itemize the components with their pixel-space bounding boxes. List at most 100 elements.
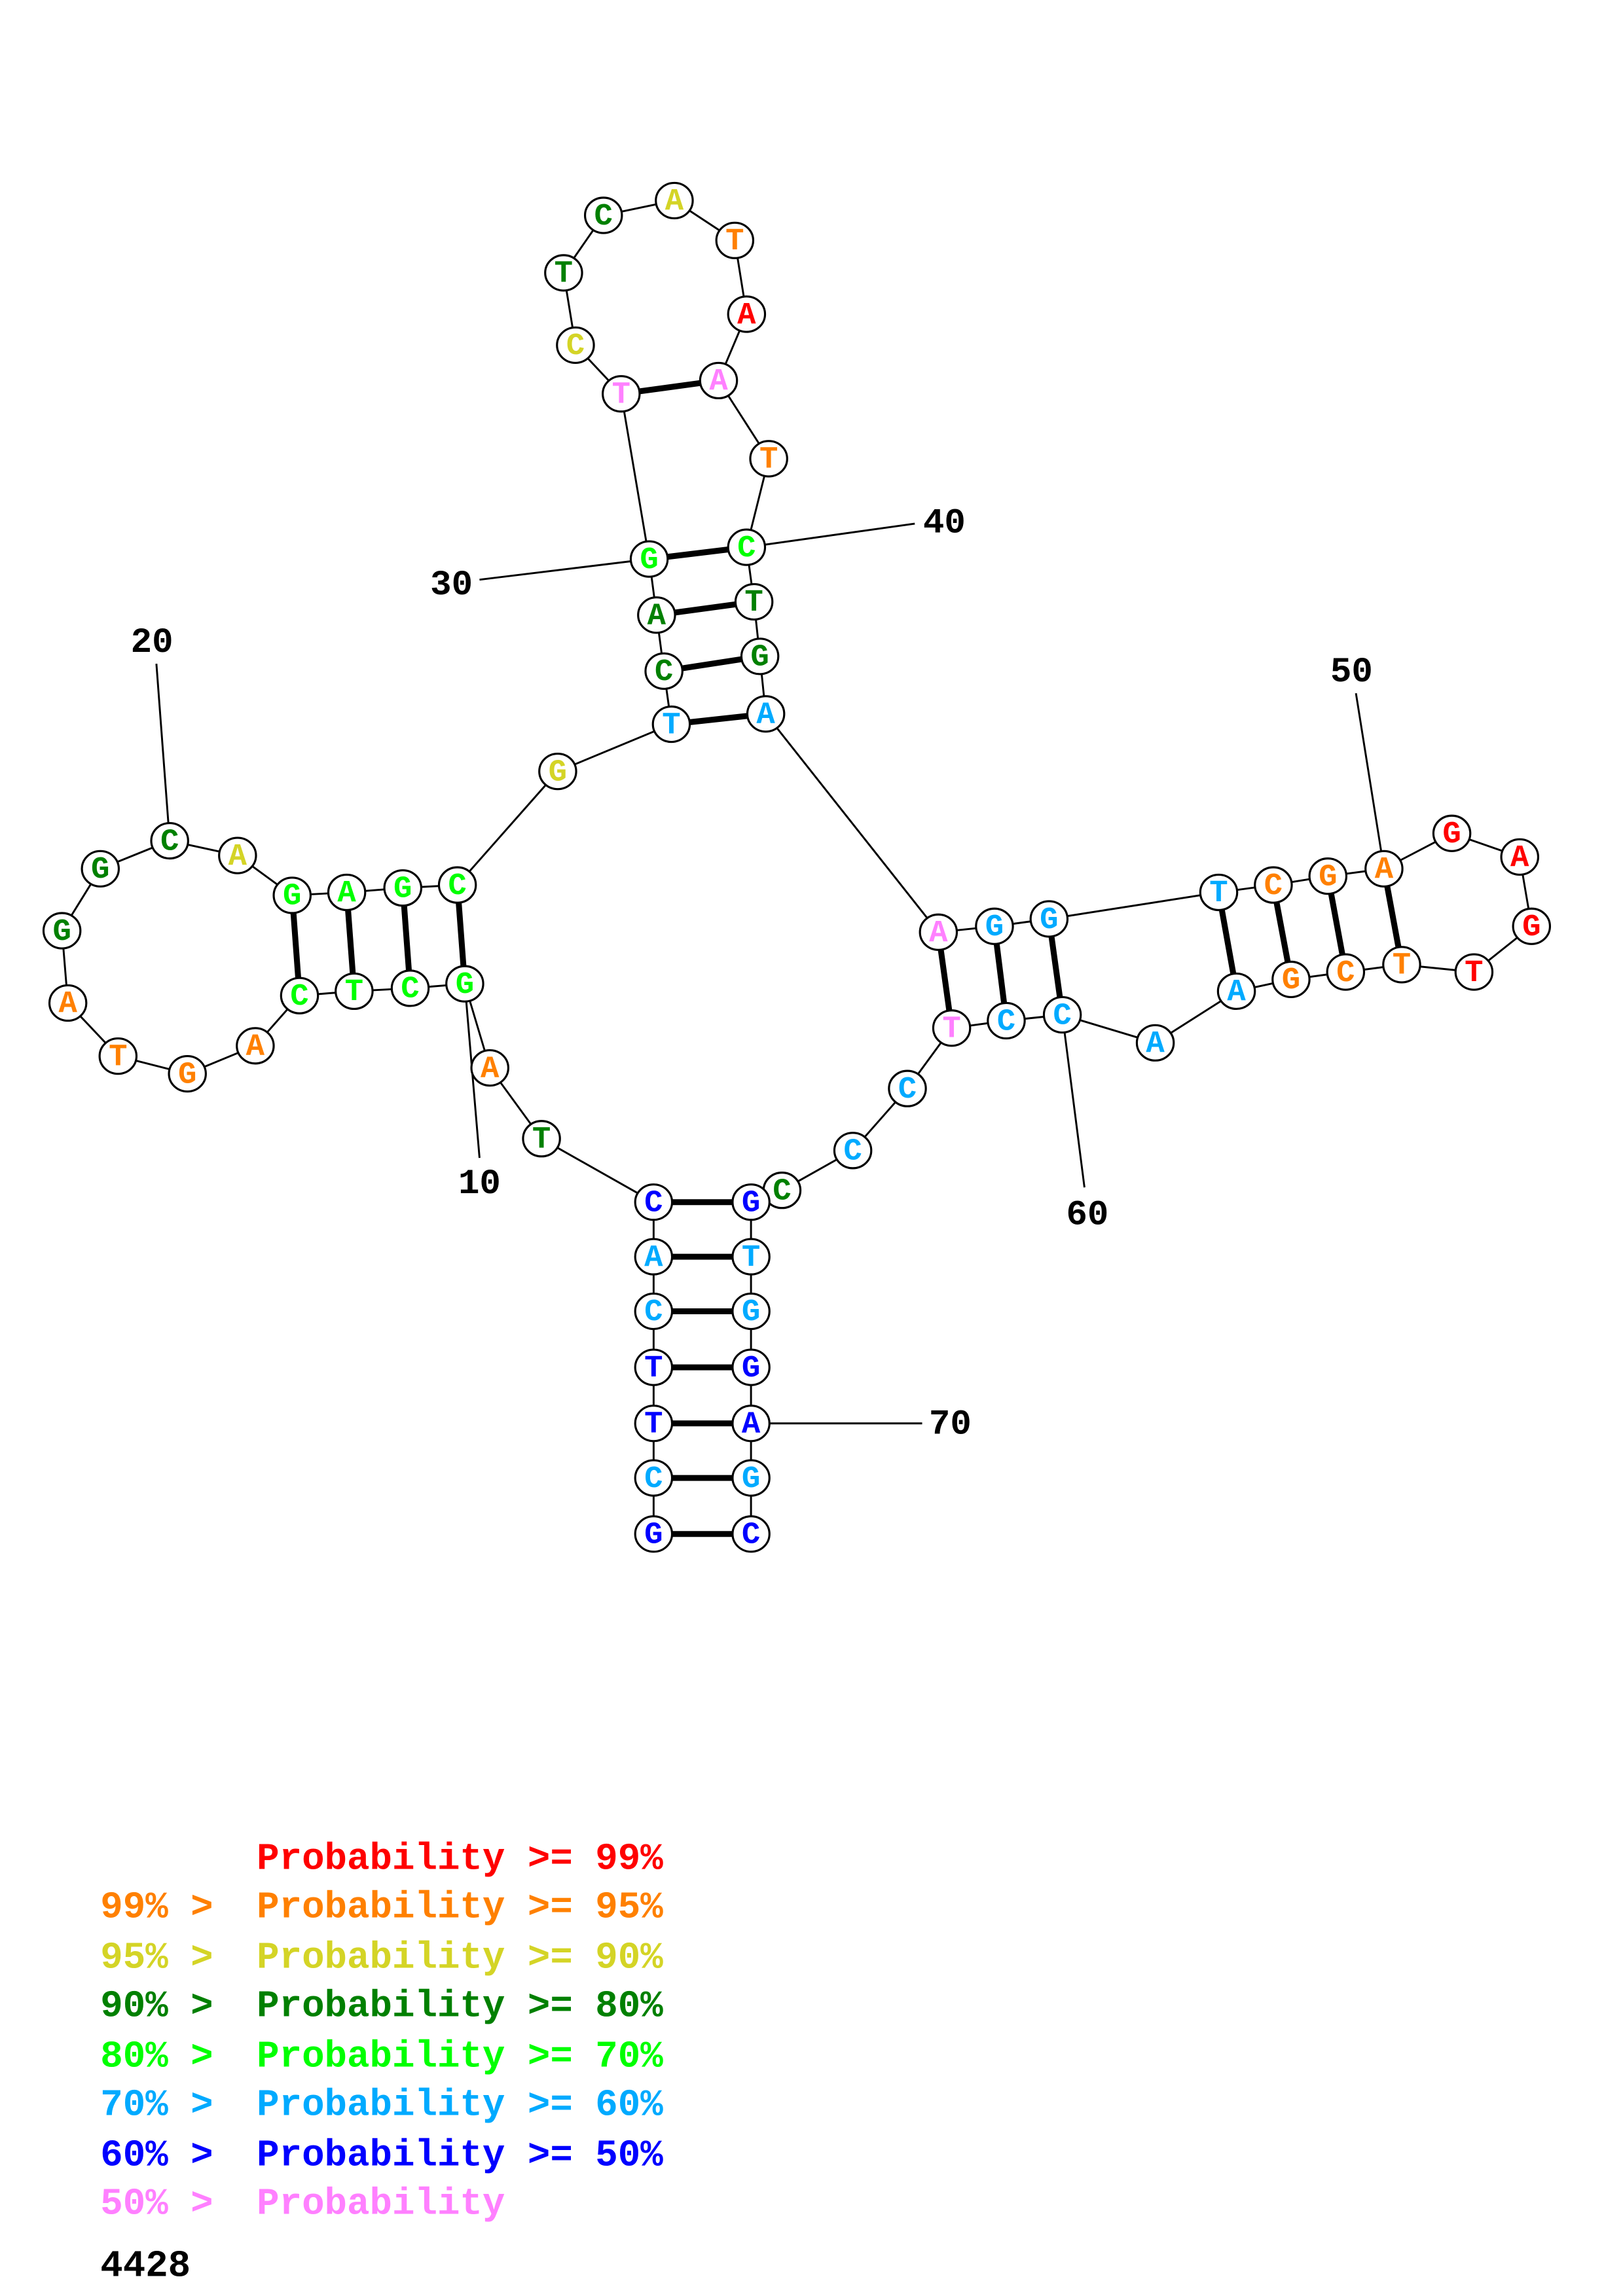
- nucleotide-circle: [390, 969, 430, 1007]
- nucleotide-letter: A: [665, 185, 684, 219]
- nucleotide-circle: [634, 1515, 674, 1553]
- nucleotide-circle: [731, 1405, 771, 1443]
- nucleotide: C: [634, 1183, 674, 1221]
- nucleotide-letter: C: [1336, 956, 1355, 991]
- nucleotide: G: [1432, 814, 1472, 852]
- legend-entry: Probability >= 70%: [257, 2036, 663, 2078]
- legend-entry: Probability >= 95%: [257, 1887, 663, 1929]
- nucleotide-letter: C: [644, 1462, 663, 1497]
- backbone-link: [1049, 891, 1219, 920]
- backbone-link: [557, 723, 672, 773]
- nucleotide: A: [1135, 1024, 1175, 1062]
- nucleotide-circle: [634, 1238, 674, 1276]
- nucleotide: A: [1216, 972, 1256, 1011]
- nucleotide: G: [629, 540, 669, 578]
- nucleotide-circle: [749, 440, 788, 478]
- nucleotide-letter: C: [448, 869, 466, 904]
- nucleotide-circle: [1382, 946, 1421, 984]
- nucleotide-circle: [651, 705, 691, 744]
- nucleotide: A: [746, 695, 786, 733]
- nucleotide: G: [731, 1183, 771, 1221]
- nucleotide: G: [81, 850, 120, 888]
- nucleotide-letter: T: [644, 1408, 663, 1443]
- nucleotide-circle: [731, 1515, 771, 1553]
- legend-entry: Probability >= 99%: [257, 1838, 663, 1880]
- legend-prefix: 50% >: [100, 2183, 236, 2226]
- nucleotide-circle: [634, 1459, 674, 1497]
- nucleotide: G: [731, 1292, 771, 1331]
- position-label: 70: [929, 1405, 972, 1445]
- nucleotide-circle: [975, 907, 1014, 945]
- nucleotide: G: [383, 869, 422, 907]
- nucleotide-circle: [644, 652, 684, 691]
- nucleotide-letter: C: [160, 825, 179, 859]
- backbone-link: [456, 770, 558, 886]
- legend-prefix: 80% >: [100, 2036, 236, 2078]
- nucleotide-circle: [445, 965, 484, 1003]
- nucleotide-circle: [583, 196, 623, 234]
- nucleotide-letter: T: [744, 586, 763, 620]
- nucleotide-letter: T: [612, 378, 630, 412]
- nucleotide-circle: [1454, 953, 1494, 991]
- nucleotide-circle: [731, 1292, 771, 1331]
- nucleotide-letter: G: [1442, 817, 1461, 852]
- nucleotide-circle: [727, 528, 767, 566]
- nucleotide-letter: A: [756, 698, 775, 733]
- nucleotide-circle: [734, 583, 774, 621]
- nucleotide-letter: G: [549, 755, 567, 790]
- nucleotide-letter: C: [898, 1073, 917, 1107]
- nucleotide: T: [634, 1348, 674, 1386]
- nucleotide-circle: [1254, 866, 1293, 904]
- nucleotide-circle: [833, 1132, 873, 1170]
- nucleotide-letter: A: [644, 1241, 663, 1276]
- nucleotide: A: [1364, 850, 1404, 888]
- legend-prefix: 90% >: [100, 1986, 236, 2028]
- nucleotide-letter: T: [1393, 949, 1411, 984]
- nucleotide: G: [445, 965, 484, 1003]
- nucleotide-circle: [1308, 857, 1348, 895]
- nucleotide-circle: [1500, 838, 1539, 876]
- position-tick: [479, 558, 649, 581]
- nucleotide: T: [602, 375, 641, 413]
- legend-prefix: 99% >: [100, 1887, 236, 1929]
- nucleotide: T: [98, 1037, 138, 1075]
- nucleotide: T: [544, 254, 583, 292]
- position-label: 60: [1066, 1195, 1108, 1235]
- nucleotide-circle: [1326, 953, 1366, 991]
- nucleotide: G: [740, 637, 780, 675]
- nucleotide: T: [932, 1009, 972, 1047]
- nucleotide-letter: G: [52, 915, 71, 950]
- nucleotide-letter: G: [1319, 860, 1337, 895]
- base-pairs: [289, 377, 1405, 1537]
- nucleotide-circle: [888, 1069, 927, 1107]
- nucleotide-circle: [715, 221, 755, 259]
- position-label: 10: [458, 1164, 501, 1204]
- nucleotide-circle: [602, 375, 641, 413]
- nucleotide: C: [150, 821, 189, 859]
- nucleotide: C: [583, 196, 623, 234]
- nucleotide-letter: C: [594, 200, 613, 234]
- nucleotide: A: [218, 836, 257, 874]
- nucleotide-letter: G: [283, 880, 301, 914]
- legend-entry: Probability >= 60%: [257, 2085, 663, 2127]
- nucleotide: A: [637, 596, 676, 634]
- nucleotide: A: [727, 295, 767, 333]
- nucleotide-circle: [932, 1009, 972, 1047]
- nucleotide-circle: [538, 753, 577, 791]
- nucleotide: T: [731, 1238, 771, 1276]
- nucleotide-letter: C: [566, 329, 585, 364]
- nucleotide: C: [833, 1132, 873, 1170]
- backbone-link: [541, 1138, 655, 1203]
- legend-prefix: 60% >: [100, 2134, 236, 2177]
- nucleotide-letter: G: [985, 910, 1004, 945]
- nucleotide-circle: [731, 1183, 771, 1221]
- nucleotide: A: [236, 1027, 275, 1065]
- nucleotide-circle: [81, 850, 120, 888]
- nucleotide-circle: [383, 869, 422, 907]
- nucleotide-letter: T: [532, 1123, 551, 1158]
- nucleotide-circle: [1432, 814, 1472, 852]
- nucleotide-letter: C: [290, 980, 308, 1014]
- nucleotide-circle: [48, 984, 88, 1022]
- nucleotide-circle: [1216, 972, 1256, 1011]
- nucleotide-circle: [335, 972, 374, 1011]
